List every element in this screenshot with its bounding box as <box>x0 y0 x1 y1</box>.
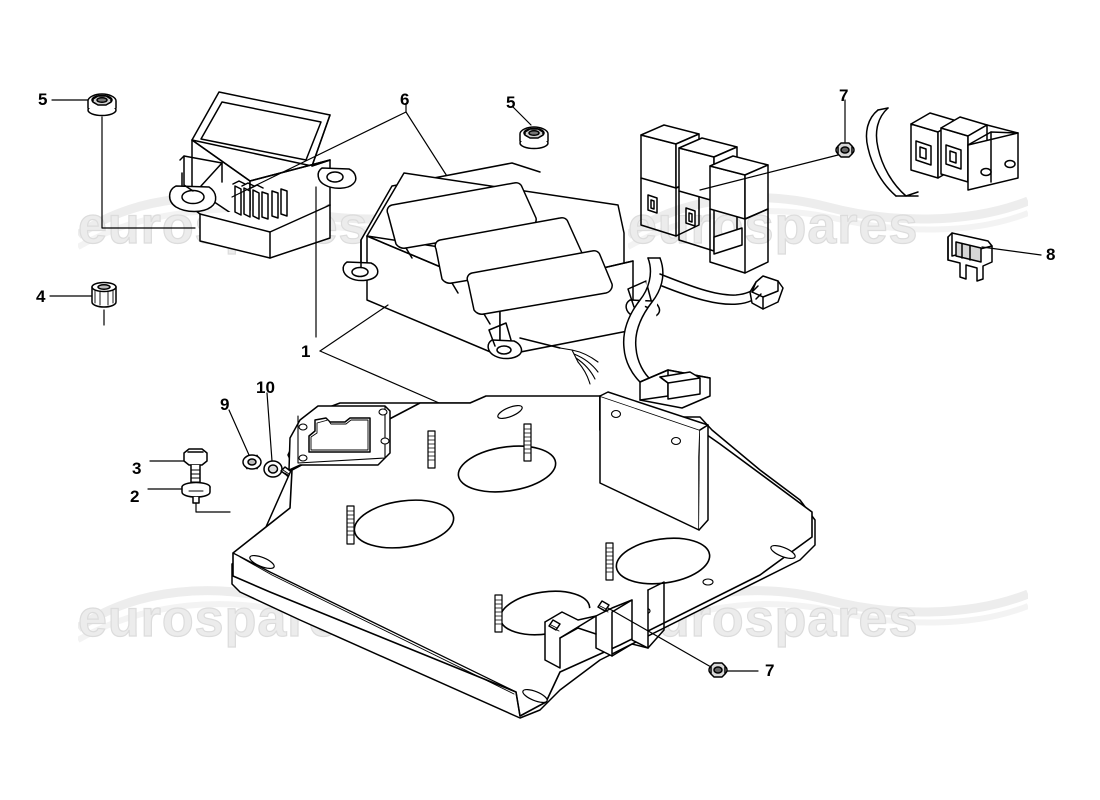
part-small-screw <box>181 481 211 504</box>
leader-line-8 <box>981 246 1042 256</box>
callout-4: 4 <box>36 287 46 306</box>
leader-line-5-upper-mid <box>512 106 532 126</box>
callout-10: 10 <box>256 378 275 397</box>
bracket-tab-block <box>659 371 701 400</box>
leader-line-4 <box>49 295 105 326</box>
part-relay-block-stack <box>640 124 769 274</box>
leader-line-2 <box>147 488 231 513</box>
leader-lines-6 <box>231 103 453 198</box>
bracket-right-upright <box>599 391 709 531</box>
callout-9: 9 <box>220 395 230 414</box>
part-plain-washer <box>263 460 283 478</box>
part-double-relay-connector <box>865 107 1019 197</box>
callout-8: 8 <box>1046 245 1056 264</box>
mounting-studs <box>346 423 614 633</box>
callout-1: 1 <box>301 342 311 361</box>
part-electronic-control-unit <box>342 162 661 360</box>
callout-5-upper-left: 5 <box>38 90 48 109</box>
part-flanged-nut-upper-mid <box>519 126 549 150</box>
leader-line-10 <box>266 392 273 462</box>
leader-line-7-lower <box>607 607 759 672</box>
part-fuse-box-upper-left <box>168 91 357 259</box>
callout-3: 3 <box>132 459 142 478</box>
part-nut-upper-right <box>835 142 855 158</box>
leader-line-7-upper <box>699 99 846 191</box>
callout-5-upper-mid: 5 <box>506 93 516 112</box>
part-nut-lower-bracket <box>708 662 728 678</box>
callout-2: 2 <box>130 487 140 506</box>
part-lock-washer <box>242 454 262 470</box>
callout-7-upper: 7 <box>839 86 849 105</box>
part-blade-fuse <box>947 232 993 282</box>
leader-line-9 <box>228 409 250 456</box>
part-flanged-nut-upper-left <box>87 93 117 117</box>
callout-6: 6 <box>400 90 410 109</box>
part-rubber-spacer-bush <box>91 281 117 308</box>
bracket-left-upright <box>288 405 391 471</box>
leader-line-5-upper-left <box>51 99 196 229</box>
callout-7-lower: 7 <box>765 661 775 680</box>
bracket-lower-center <box>544 581 665 669</box>
